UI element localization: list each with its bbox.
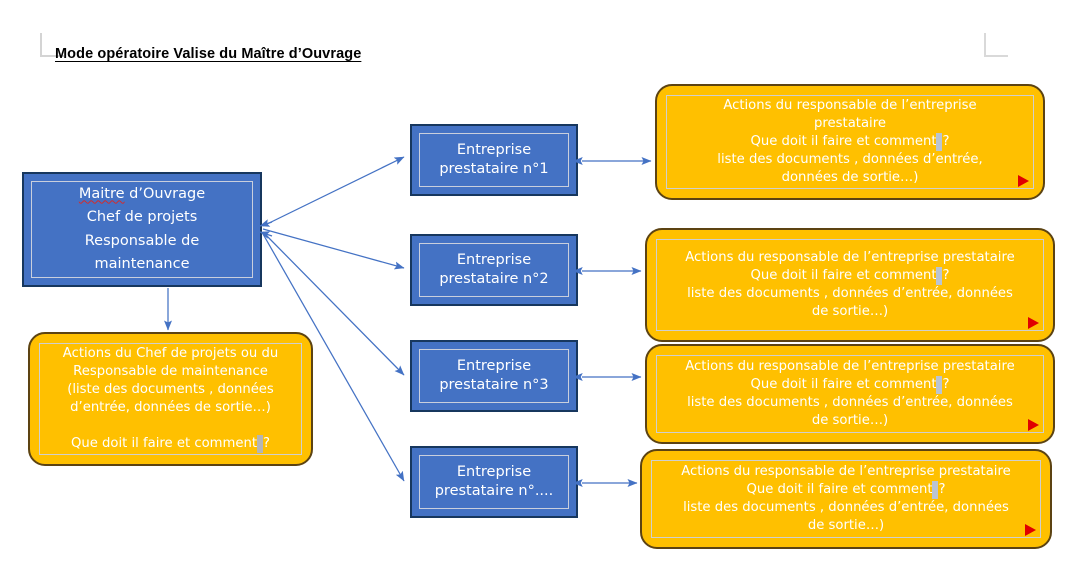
line-3b: ?	[942, 377, 950, 393]
highlighted-space	[936, 267, 943, 285]
line-1: Actions du responsable de l’entreprise p…	[681, 464, 1011, 480]
red-triangle-marker-icon	[1028, 317, 1039, 329]
line-4: liste des documents , données d’entrée, …	[687, 286, 1013, 301]
highlighted-space	[932, 481, 939, 499]
highlighted-space	[936, 376, 943, 394]
misspelled-word: Maitre	[78, 185, 125, 202]
line-4: liste des documents , données d’entrée,	[717, 151, 983, 167]
line-1: Actions du responsable de l’entreprise p…	[685, 359, 1015, 375]
role-line-1-rest: d’Ouvrage	[124, 185, 206, 202]
line-5: données de sortie…)	[781, 169, 919, 185]
actions-entreprise-box-3[interactable]: Actions du responsable de l’entreprise p…	[645, 344, 1055, 444]
entreprise-label-3: Entreprise prestataire n°3	[439, 358, 549, 393]
highlighted-space	[256, 434, 263, 453]
entreprise-box-1[interactable]: Entreprise prestataire n°1	[410, 124, 578, 196]
line-3a: Que doit il faire et comment	[750, 377, 937, 393]
highlighted-space	[936, 133, 943, 151]
line-3b: ?	[942, 134, 950, 150]
line-1: Actions du responsable de l’entreprise p…	[685, 250, 1015, 266]
entreprise-label-2: Entreprise prestataire n°2	[439, 252, 549, 287]
act-left-line-3: (liste des documents , données	[67, 382, 274, 398]
act-left-line-6a: Que doit il faire et comment	[71, 435, 257, 451]
act-left-line-4: d’entrée, données de sortie…)	[70, 400, 271, 415]
actions-entreprise-box-2[interactable]: Actions du responsable de l’entreprise p…	[645, 228, 1055, 342]
line-3b: ?	[942, 268, 950, 284]
entreprise-label-4: Entreprise prestataire n°....	[434, 464, 554, 499]
actions-entreprise-text-1: Actions du responsable de l’entreprise pr…	[657, 97, 1043, 187]
line-4: liste des documents , données d’entrée, …	[687, 395, 1013, 410]
crop-mark-top-right	[984, 33, 1008, 57]
actions-entreprise-text-3: Actions du responsable de l’entreprise p…	[647, 358, 1053, 430]
red-triangle-marker-icon	[1025, 524, 1036, 536]
act-left-line-2: Responsable de maintenance	[73, 364, 268, 380]
act-left-line-6b: ?	[262, 435, 270, 451]
entreprise-box-3[interactable]: Entreprise prestataire n°3	[410, 340, 578, 412]
entreprise-box-2[interactable]: Entreprise prestataire n°2	[410, 234, 578, 306]
line-5: de sortie…)	[811, 303, 889, 319]
line-4: liste des documents , données d’entrée, …	[683, 500, 1009, 515]
actions-entreprise-box-1[interactable]: Actions du responsable de l’entreprise pr…	[655, 84, 1045, 200]
line-2: prestataire	[814, 116, 886, 132]
line-5: de sortie…)	[811, 412, 889, 428]
red-triangle-marker-icon	[1028, 419, 1039, 431]
actions-entreprise-text-2: Actions du responsable de l’entreprise p…	[647, 249, 1053, 321]
line-3a: Que doit il faire et comment	[746, 482, 933, 498]
role-line-2: Chef de projets	[86, 209, 198, 226]
line-5: de sortie…)	[807, 517, 885, 533]
role-line-3: Responsable de maintenance	[84, 232, 200, 272]
act-left-line-1: Actions du Chef de projets ou du	[62, 346, 279, 362]
line-3b: ?	[938, 482, 946, 498]
actions-entreprise-box-4[interactable]: Actions du responsable de l’entreprise p…	[640, 449, 1052, 549]
actions-chef-projets-box[interactable]: Actions du Chef de projets ou du Responsa…	[28, 332, 313, 466]
line-3a: Que doit il faire et comment	[750, 134, 937, 150]
entreprise-box-4[interactable]: Entreprise prestataire n°....	[410, 446, 578, 518]
red-triangle-marker-icon	[1018, 175, 1029, 187]
page-title: Mode opératoire Valise du Maître d’Ouvra…	[55, 46, 362, 62]
line-3a: Que doit il faire et comment	[750, 268, 937, 284]
actions-chef-projets-text: Actions du Chef de projets ou du Responsa…	[30, 345, 311, 453]
actions-entreprise-text-4: Actions du responsable de l’entreprise p…	[642, 463, 1050, 535]
line-1: Actions du responsable de l’entreprise	[723, 98, 977, 114]
entreprise-label-1: Entreprise prestataire n°1	[439, 142, 549, 177]
